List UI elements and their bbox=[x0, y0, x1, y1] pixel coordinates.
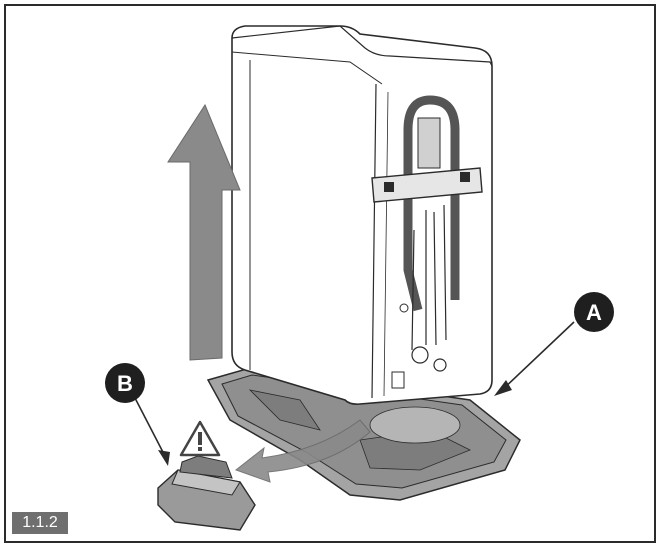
figure-number-badge: 1.1.2 bbox=[12, 512, 68, 534]
callout-b-label: B bbox=[117, 371, 133, 396]
warning-triangle-icon bbox=[179, 420, 221, 457]
leader-line-b bbox=[134, 397, 167, 459]
leader-line-a bbox=[499, 321, 575, 393]
curved-arrow-icon bbox=[234, 419, 371, 483]
up-arrow-icon bbox=[167, 103, 241, 361]
leader-arrowhead-b bbox=[158, 450, 170, 466]
callout-b: B bbox=[105, 363, 145, 403]
leader-arrowhead-a bbox=[494, 380, 512, 396]
callout-a-label: A bbox=[586, 300, 602, 325]
callout-a: A bbox=[574, 292, 614, 332]
removed-block-part bbox=[157, 455, 256, 531]
boiler-unit bbox=[231, 25, 493, 405]
